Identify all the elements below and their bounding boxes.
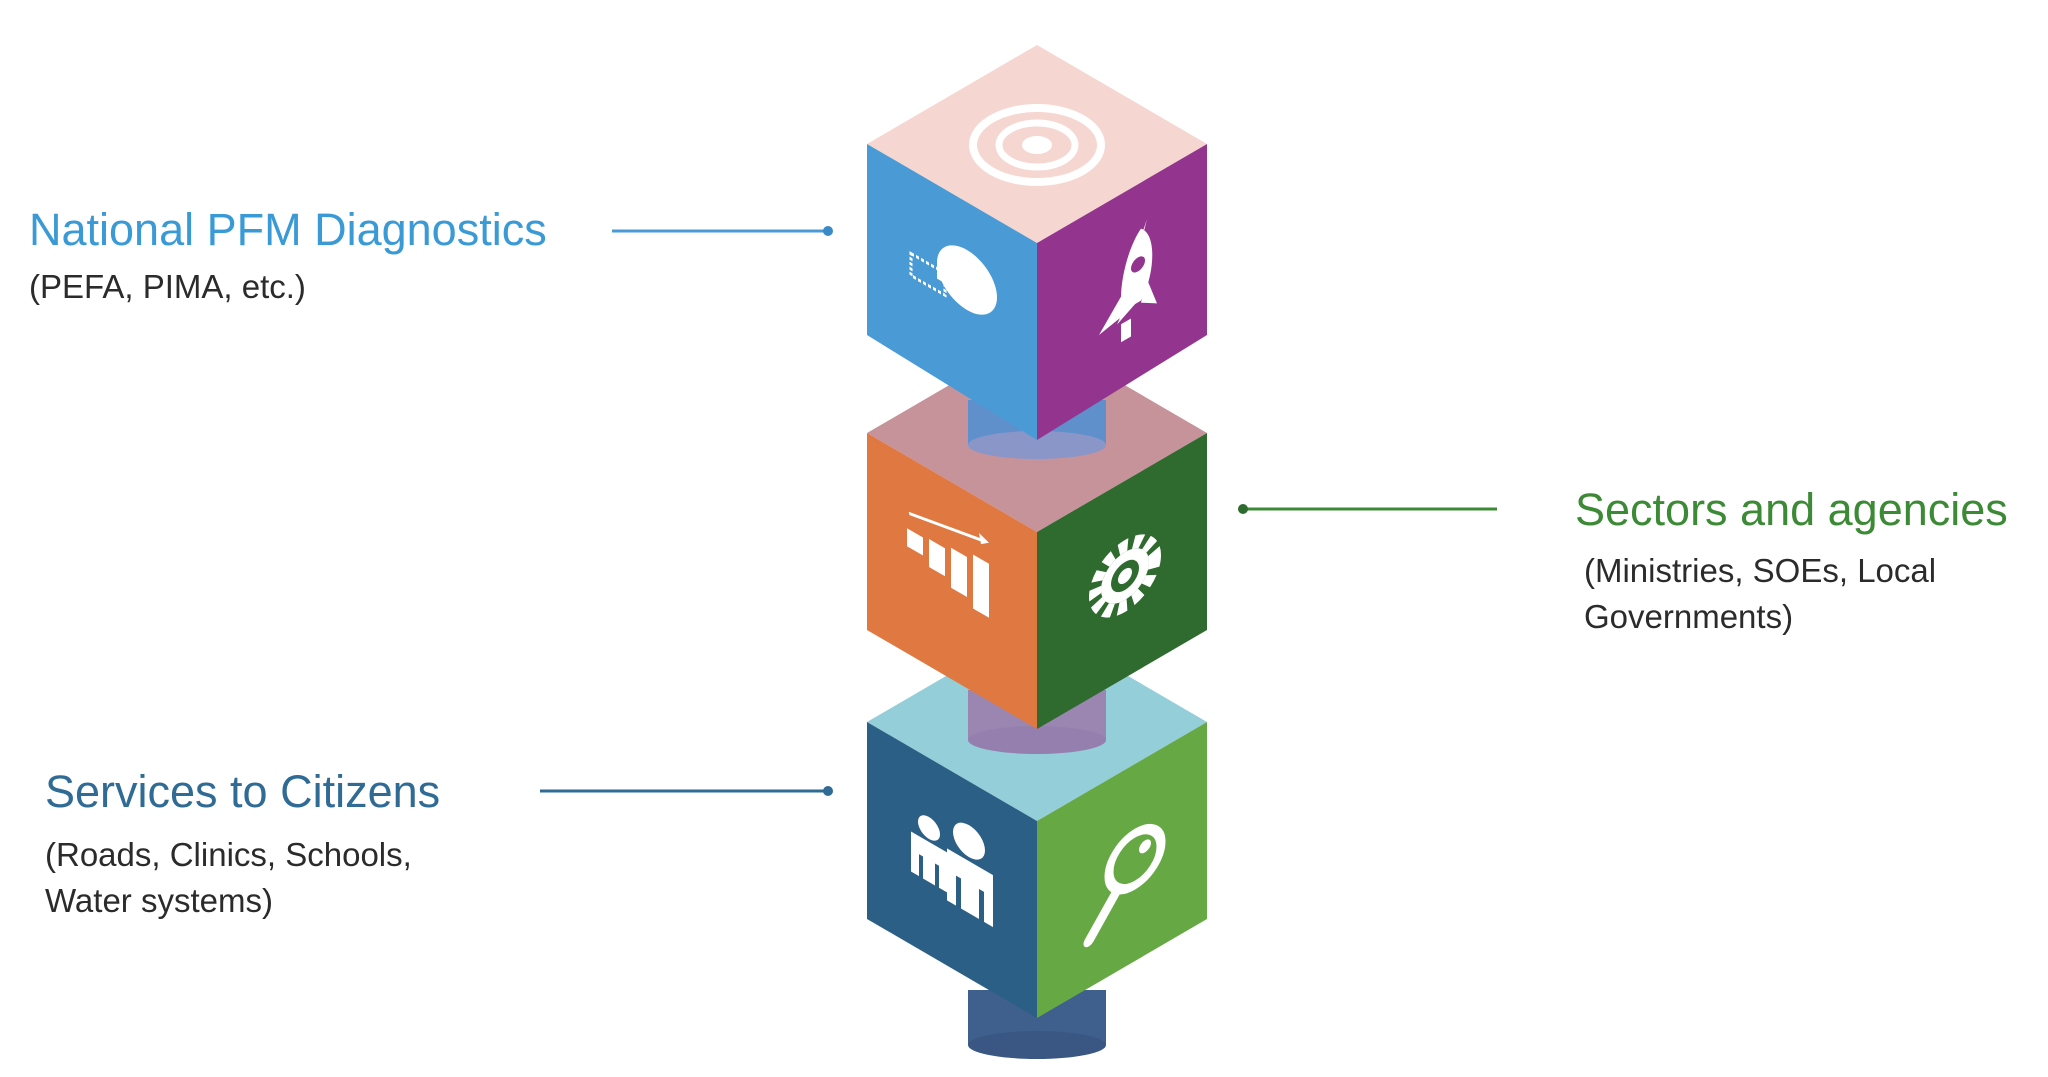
gear-icon [1089,534,1161,618]
target-icon [969,104,1105,186]
services-label: Services to Citizens (Roads, Clinics, Sc… [45,766,440,924]
sectors-subtitle-line1: (Ministries, SOEs, Local [1584,552,1937,589]
bottom-cube-right-face [1037,722,1207,1018]
national-connector [612,226,833,236]
sectors-title: Sectors and agencies [1575,484,2008,535]
services-subtitle-line2: Water systems) [45,882,273,919]
top-cube [867,45,1207,440]
sectors-connector [1238,504,1497,514]
sectors-subtitle-line2: Governments) [1584,598,1794,635]
services-subtitle-line1: (Roads, Clinics, Schools, [45,836,412,873]
lightbulb-icon [909,245,997,315]
bar-chart-icon [907,511,989,618]
magnifier-icon [1083,823,1166,948]
services-connector [540,786,833,796]
national-pfm-title: National PFM Diagnostics [29,204,547,255]
national-pfm-label: National PFM Diagnostics (PEFA, PIMA, et… [29,204,547,310]
rocket-icon [1099,219,1157,343]
people-icon [911,815,993,928]
sectors-label: Sectors and agencies (Ministries, SOEs, … [1575,484,2008,640]
national-pfm-subtitle: (PEFA, PIMA, etc.) [29,268,306,305]
services-title: Services to Citizens [45,766,441,817]
